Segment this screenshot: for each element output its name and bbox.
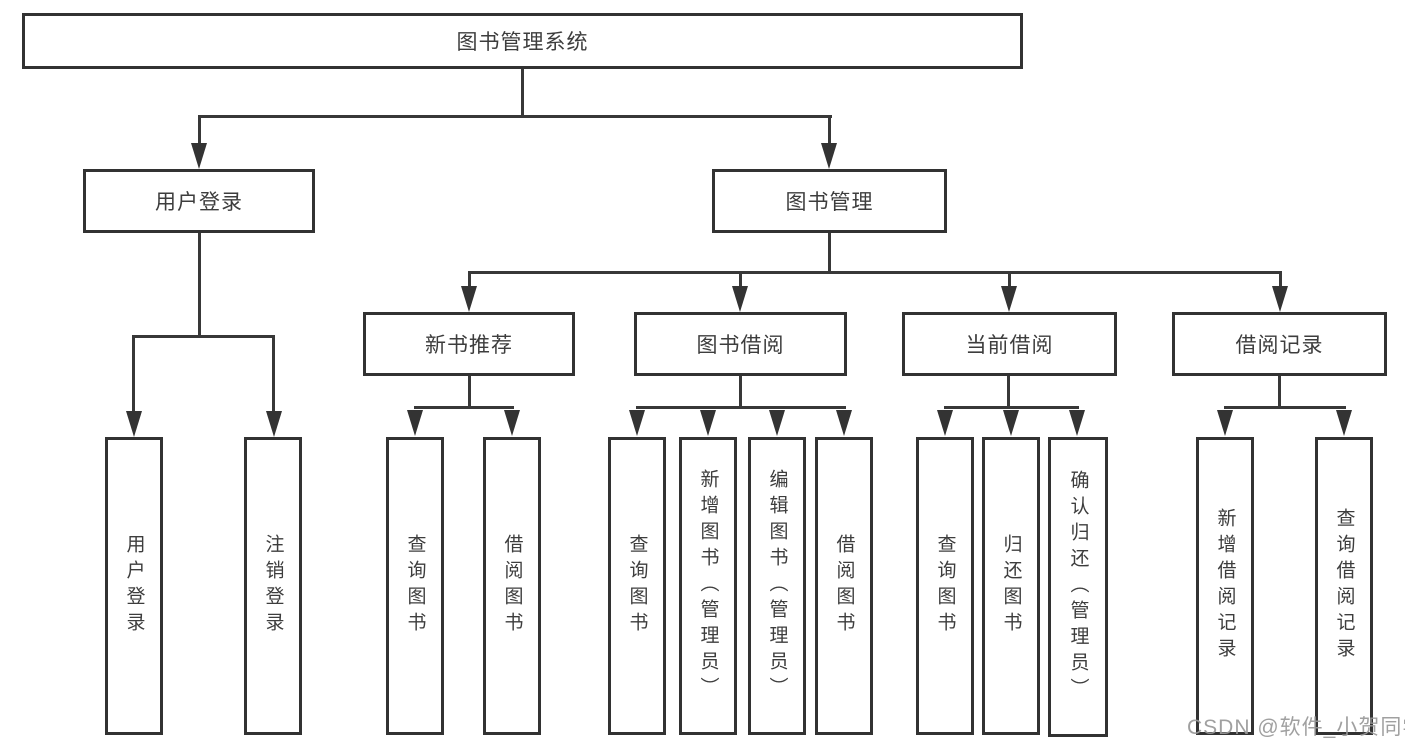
node-label: 借阅图书 (501, 534, 523, 638)
node-label: 借阅图书 (833, 534, 855, 638)
arrow-down-icon (1336, 410, 1352, 436)
arrow-down-icon (1272, 286, 1288, 312)
connector-br-stem (1278, 376, 1281, 409)
watermark: CSDN @软件_小贺同学 (1187, 716, 1405, 739)
leaf-bb-query-book: 查询图书 (608, 437, 666, 735)
node-label: 新增图书（管理员） (697, 469, 719, 703)
node-user-login: 用户登录 (83, 169, 315, 233)
node-book-borrow: 图书借阅 (634, 312, 847, 376)
node-book-management: 图书管理 (712, 169, 947, 233)
node-label: 新增借阅记录 (1214, 508, 1236, 664)
node-current-borrow: 当前借阅 (902, 312, 1117, 376)
node-label: 注销登录 (262, 534, 284, 638)
arrow-down-icon (461, 286, 477, 312)
arrow-down-icon (266, 411, 282, 437)
node-label: 查询借阅记录 (1333, 508, 1355, 664)
node-new-book-recommend: 新书推荐 (363, 312, 575, 376)
connector-drop-new-book (468, 271, 471, 288)
leaf-cb-return-book: 归还图书 (982, 437, 1040, 735)
node-label: 图书借阅 (696, 334, 785, 357)
arrow-down-icon (769, 410, 785, 436)
connector-bb-stem (739, 376, 742, 409)
node-label: 查询图书 (626, 534, 648, 638)
leaf-bb-add-book-admin: 新增图书（管理员） (679, 437, 737, 735)
leaf-cb-confirm-return-admin: 确认归还（管理员） (1048, 437, 1108, 737)
arrow-down-icon (821, 143, 837, 169)
node-label: 图书管理 (785, 191, 874, 214)
arrow-down-icon (1003, 410, 1019, 436)
node-label: 用户登录 (123, 534, 145, 638)
node-library-management-system: 图书管理系统 (22, 13, 1023, 69)
arrow-down-icon (700, 410, 716, 436)
arrow-down-icon (732, 286, 748, 312)
connector-drop-user-login (198, 115, 201, 146)
connector-cb-stem (1007, 376, 1010, 409)
node-label: 归还图书 (1000, 534, 1022, 638)
connector-drop-leaf (132, 335, 135, 413)
arrow-down-icon (407, 410, 423, 436)
connector-root-branch (198, 115, 832, 118)
node-label: 新书推荐 (425, 334, 513, 357)
connector-cb-branch (944, 406, 1079, 409)
node-label: 用户登录 (155, 191, 243, 214)
node-label: 当前借阅 (965, 334, 1054, 357)
arrow-down-icon (1217, 410, 1233, 436)
connector-drop-borrow-records (1279, 271, 1282, 288)
connector-bb-branch (636, 406, 846, 409)
node-borrow-records: 借阅记录 (1172, 312, 1387, 376)
connector-drop-leaf (272, 335, 275, 413)
leaf-bb-edit-book-admin: 编辑图书（管理员） (748, 437, 806, 735)
leaf-nbr-query-book: 查询图书 (386, 437, 444, 735)
leaf-br-query-record: 查询借阅记录 (1315, 437, 1373, 735)
connector-nbr-branch (414, 406, 514, 409)
arrow-down-icon (629, 410, 645, 436)
connector-root-stem (521, 69, 524, 117)
node-label: 借阅记录 (1235, 334, 1324, 357)
leaf-user-login: 用户登录 (105, 437, 163, 735)
connector-br-branch (1224, 406, 1346, 409)
connector-drop-current-borrow (1008, 271, 1011, 288)
arrow-down-icon (836, 410, 852, 436)
connector-nbr-stem (468, 376, 471, 409)
connector-drop-book-mgmt (828, 115, 831, 146)
node-label: 确认归还（管理员） (1067, 470, 1089, 704)
connector-user-login-stem (198, 233, 201, 337)
connector-book-mgmt-stem (828, 233, 831, 274)
leaf-nbr-borrow-book: 借阅图书 (483, 437, 541, 735)
leaf-cb-query-book: 查询图书 (916, 437, 974, 735)
connector-drop-book-borrow (739, 271, 742, 288)
arrow-down-icon (191, 143, 207, 169)
connector-user-login-branch (132, 335, 275, 338)
node-label: 编辑图书（管理员） (766, 469, 788, 703)
arrow-down-icon (937, 410, 953, 436)
leaf-bb-borrow-book: 借阅图书 (815, 437, 873, 735)
arrow-down-icon (1069, 410, 1085, 436)
leaf-logout: 注销登录 (244, 437, 302, 735)
connector-book-mgmt-branch (468, 271, 1282, 274)
arrow-down-icon (1001, 286, 1017, 312)
node-label: 查询图书 (404, 534, 426, 638)
arrow-down-icon (504, 410, 520, 436)
leaf-br-add-record: 新增借阅记录 (1196, 437, 1254, 735)
node-label: 图书管理系统 (456, 31, 589, 54)
arrow-down-icon (126, 411, 142, 437)
node-label: 查询图书 (934, 534, 956, 638)
